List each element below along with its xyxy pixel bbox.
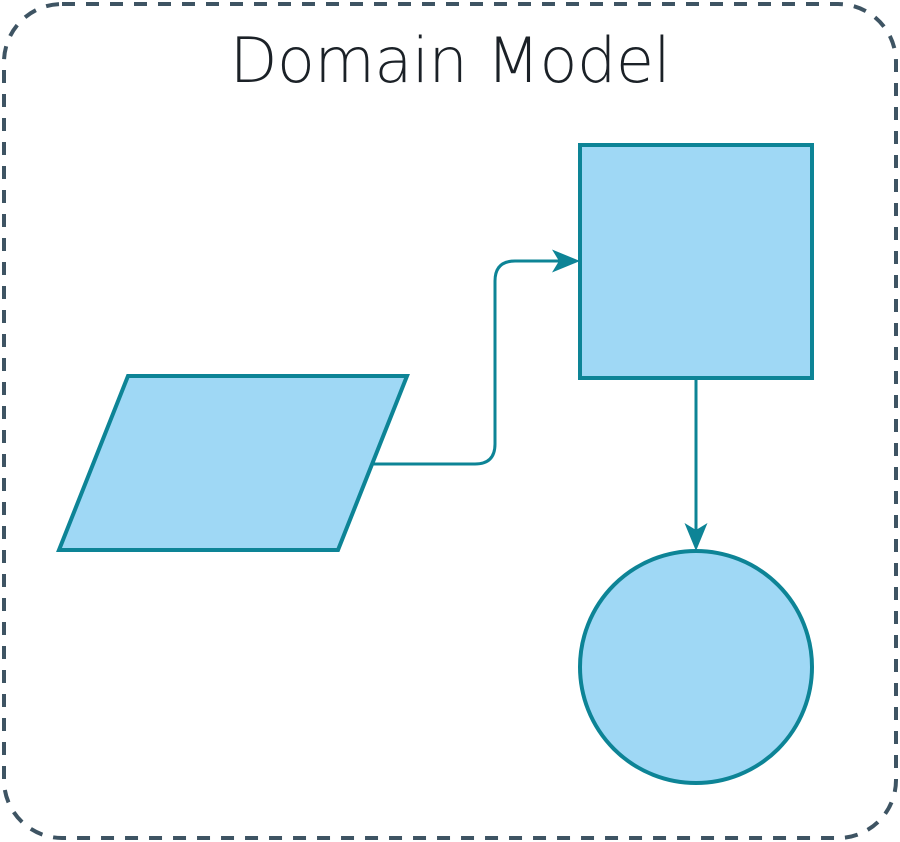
connector-parallelogram-to-rectangle[interactable] [373, 259, 566, 466]
rectangle-node[interactable] [578, 143, 814, 380]
page-title: Domain Model [230, 24, 670, 97]
circle-node[interactable] [578, 549, 814, 785]
arrowhead-down-icon [684, 523, 708, 551]
arrowhead-right-icon [552, 249, 580, 273]
parallelogram-node[interactable] [56, 374, 410, 552]
